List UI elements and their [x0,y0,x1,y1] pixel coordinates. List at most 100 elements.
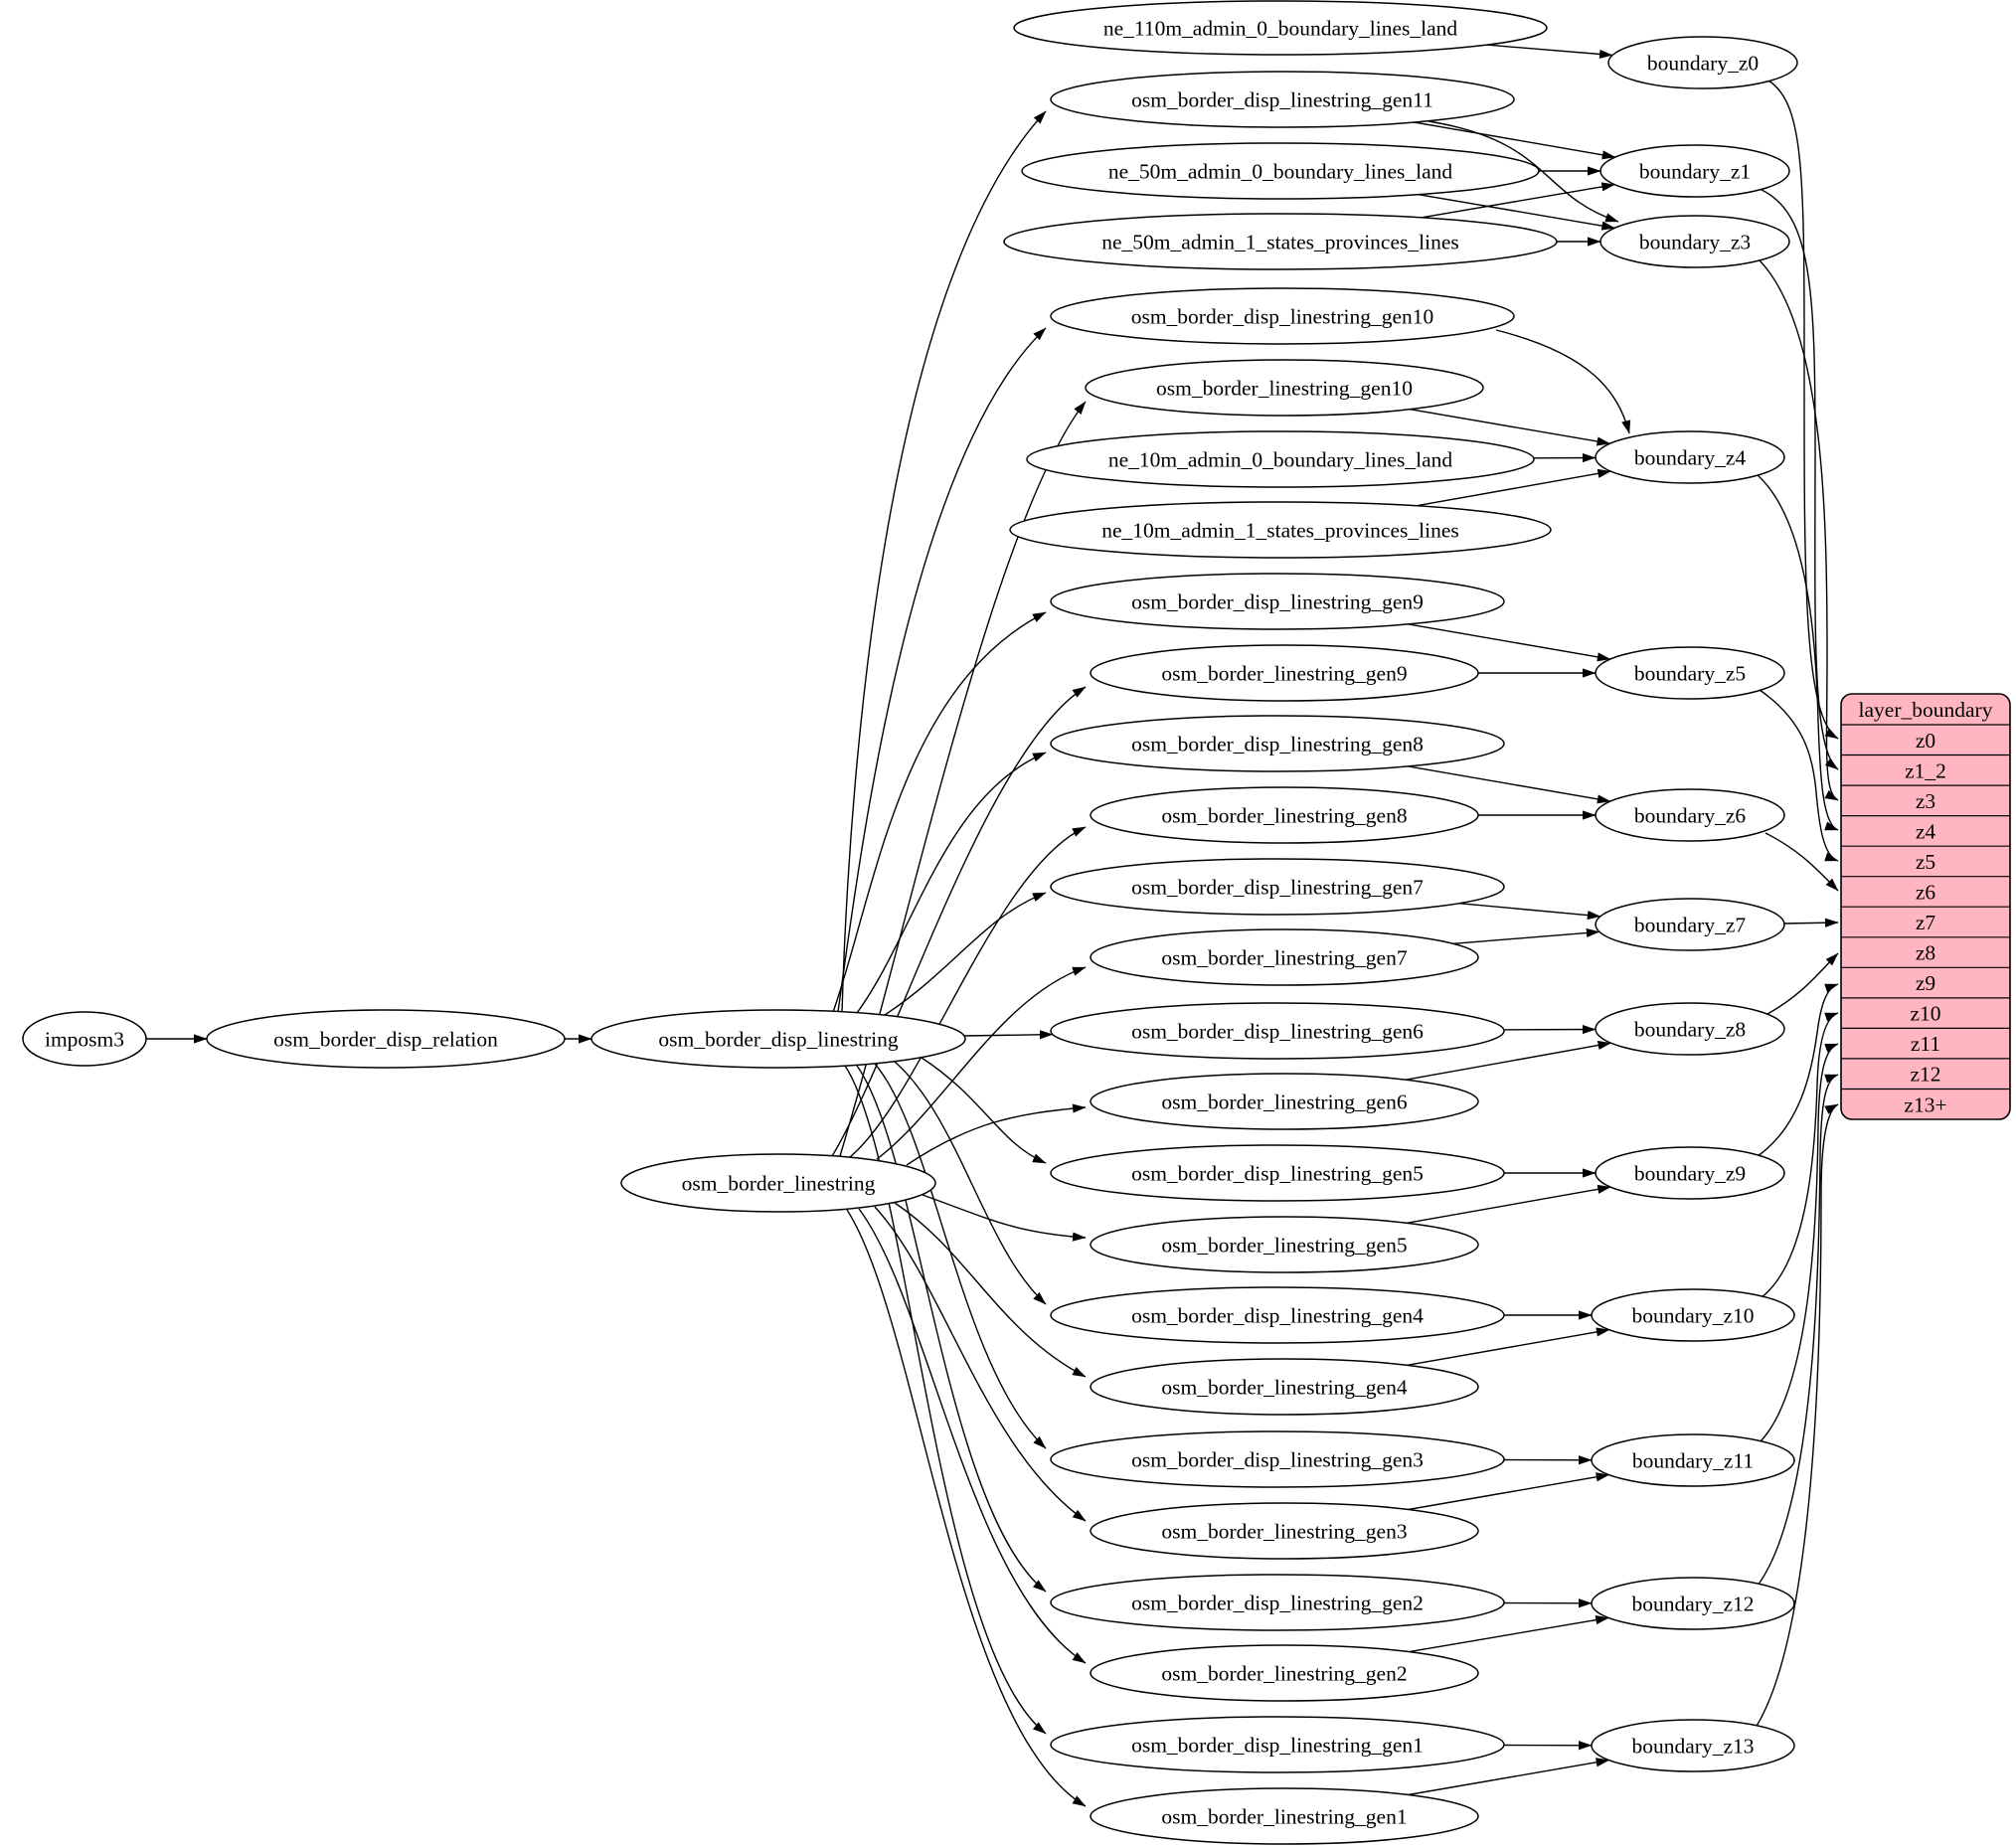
node-boundary-z1-label: boundary_z1 [1639,160,1751,184]
node-osm-border-linestring-gen7: osm_border_linestring_gen7 [1090,928,1479,986]
node-osm-border-linestring-gen8: osm_border_linestring_gen8 [1090,786,1479,844]
edge-boundary-z11-to-layer-boundary-z11 [1759,1043,1839,1443]
node-osm-border-disp-linestring-gen10-label: osm_border_disp_linestring_gen10 [1131,305,1434,329]
node-osm-border-linestring-gen1-label: osm_border_linestring_gen1 [1161,1805,1407,1829]
node-osm-border-disp-linestring-gen6-label: osm_border_disp_linestring_gen6 [1131,1020,1424,1044]
node-osm-border-linestring-gen2: osm_border_linestring_gen2 [1090,1644,1479,1702]
node-imposm3-label: imposm3 [45,1028,124,1052]
node-osm-border-linestring-gen7-shape [1090,928,1479,986]
node-osm-border-disp-linestring-gen11-shape [1050,71,1515,128]
node-osm-border-disp-linestring-gen8-shape [1050,715,1505,772]
node-osm-border-disp-linestring-gen1: osm_border_disp_linestring_gen1 [1050,1716,1505,1773]
node-osm-border-disp-linestring-gen5: osm_border_disp_linestring_gen5 [1050,1144,1505,1202]
node-boundary-z13-label: boundary_z13 [1632,1735,1755,1759]
node-boundary-z13-shape [1591,1719,1795,1772]
edge-osm-border-disp-linestring-gen8-to-boundary-z6 [1408,765,1611,804]
edge-osm-border-linestring-gen10-to-boundary-z4 [1410,409,1610,446]
node-osm-border-disp-linestring-gen4-label: osm_border_disp_linestring_gen4 [1131,1304,1424,1328]
node-osm-border-linestring-gen4: osm_border_linestring_gen4 [1090,1358,1479,1416]
node-osm-border-linestring-gen5-shape [1090,1216,1479,1273]
edge-boundary-z3-to-layer-boundary-z3 [1759,259,1839,801]
edge-osm-border-disp-linestring-to-osm-border-disp-linestring-gen6 [963,1030,1054,1040]
node-boundary-z10-label: boundary_z10 [1632,1304,1755,1328]
node-boundary-z6-label: boundary_z6 [1634,804,1746,828]
node-osm-border-disp-relation-label: osm_border_disp_relation [273,1028,498,1052]
node-boundary-z3-shape [1599,215,1790,268]
node-osm-border-disp-linestring-gen4-shape [1050,1286,1505,1344]
node-ne-110m-admin-0-boundary-lines-land-shape [1013,0,1548,56]
layer-boundary-row-z3: z3 [1916,789,1935,813]
node-osm-border-linestring-gen1-shape [1090,1787,1479,1845]
node-osm-border-disp-linestring-gen11: osm_border_disp_linestring_gen11 [1050,71,1515,128]
node-osm-border-linestring-gen4-label: osm_border_linestring_gen4 [1161,1376,1407,1400]
node-osm-border-linestring-gen2-shape [1090,1644,1479,1702]
edge-boundary-z9-to-layer-boundary-z9 [1757,983,1839,1157]
edge-osm-border-disp-linestring-to-osm-border-disp-linestring-gen5 [921,1057,1047,1164]
node-osm-border-linestring-shape [620,1153,936,1213]
layer-boundary-row-z8: z8 [1916,941,1935,965]
node-boundary-z5-label: boundary_z5 [1634,662,1746,686]
node-boundary-z1-shape [1599,144,1790,198]
node-osm-border-disp-linestring-gen1-shape [1050,1716,1505,1773]
node-osm-border-linestring-gen10-shape [1085,359,1484,417]
node-osm-border-linestring-gen5: osm_border_linestring_gen5 [1090,1216,1479,1273]
node-ne-50m-admin-0-boundary-lines-land-label: ne_50m_admin_0_boundary_lines_land [1108,160,1453,184]
node-boundary-z0-label: boundary_z0 [1647,52,1759,76]
node-ne-50m-admin-0-boundary-lines-land-shape [1021,142,1540,200]
node-osm-border-disp-linestring-gen5-label: osm_border_disp_linestring_gen5 [1131,1162,1424,1186]
node-osm-border-disp-linestring-gen7-label: osm_border_disp_linestring_gen7 [1131,876,1424,900]
edge-osm-border-linestring-to-osm-border-linestring-gen1 [846,1209,1087,1807]
edge-osm-border-linestring-to-osm-border-linestring-gen5 [922,1194,1087,1242]
node-boundary-z5: boundary_z5 [1595,646,1785,700]
layer-boundary-row-z12: z12 [1910,1063,1940,1087]
node-boundary-z11: boundary_z11 [1591,1433,1795,1487]
edge-ne-50m-admin-0-boundary-lines-land-to-boundary-z3 [1418,194,1615,231]
node-osm-border-disp-linestring-label: osm_border_disp_linestring [658,1028,899,1052]
node-ne-10m-admin-1-states-provinces-lines: ne_10m_admin_1_states_provinces_lines [1009,501,1552,559]
node-boundary-z11-shape [1591,1433,1795,1487]
node-osm-border-disp-linestring-gen7-shape [1050,858,1505,916]
node-boundary-z12-label: boundary_z12 [1632,1593,1755,1616]
edge-boundary-z5-to-layer-boundary-z5 [1759,689,1839,862]
node-osm-border-disp-linestring-gen11-label: osm_border_disp_linestring_gen11 [1131,88,1433,112]
layer-boundary-row-z4: z4 [1916,819,1936,843]
node-ne-10m-admin-0-boundary-lines-land-shape [1026,430,1535,488]
node-osm-border-disp-linestring-gen3-shape [1050,1430,1505,1488]
layer-boundary-row-z13plus: z13+ [1904,1092,1946,1116]
edge-boundary-z10-to-layer-boundary-z10 [1761,1012,1839,1298]
node-boundary-z10: boundary_z10 [1591,1288,1795,1342]
node-osm-border-disp-linestring-gen9: osm_border_disp_linestring_gen9 [1050,573,1505,630]
edge-boundary-z7-to-layer-boundary-z7 [1783,918,1839,927]
node-osm-border-linestring-gen1: osm_border_linestring_gen1 [1090,1787,1479,1845]
edge-osm-border-linestring-to-osm-border-linestring-gen6 [906,1103,1087,1166]
edge-osm-border-linestring-gen2-to-boundary-z12 [1409,1615,1609,1653]
edges-layer [146,44,1839,1807]
node-osm-border-disp-linestring-gen2: osm_border_disp_linestring_gen2 [1050,1574,1505,1631]
node-imposm3-shape [22,1011,147,1067]
node-osm-border-linestring-gen3-shape [1090,1502,1479,1560]
node-osm-border-disp-relation-shape [206,1009,566,1069]
edge-osm-border-disp-linestring-to-osm-border-disp-linestring-gen9 [832,611,1047,1013]
node-ne-10m-admin-1-states-provinces-lines-shape [1009,501,1552,559]
node-boundary-z5-shape [1595,646,1785,700]
edge-osm-border-linestring-gen4-to-boundary-z10 [1407,1327,1610,1366]
node-osm-border-linestring-gen3: osm_border_linestring_gen3 [1090,1502,1479,1560]
node-boundary-z11-label: boundary_z11 [1632,1449,1754,1473]
node-osm-border-disp-linestring-gen10: osm_border_disp_linestring_gen10 [1050,287,1515,345]
edge-boundary-z12-to-layer-boundary-z12 [1757,1074,1839,1587]
layer-boundary-title: layer_boundary [1859,698,1993,722]
layer-boundary-row-z11: z11 [1911,1032,1940,1056]
node-osm-border-disp-linestring-gen9-shape [1050,573,1505,630]
node-osm-border-linestring-gen4-shape [1090,1358,1479,1416]
node-boundary-z9: boundary_z9 [1595,1146,1785,1200]
node-boundary-z6-shape [1595,788,1785,842]
node-boundary-z1: boundary_z1 [1599,144,1790,198]
node-boundary-z3: boundary_z3 [1599,215,1790,268]
node-boundary-z4: boundary_z4 [1595,430,1785,484]
node-boundary-z4-shape [1595,430,1785,484]
node-osm-border-linestring-gen9-label: osm_border_linestring_gen9 [1161,662,1407,686]
node-boundary-z6: boundary_z6 [1595,788,1785,842]
node-ne-110m-admin-0-boundary-lines-land-label: ne_110m_admin_0_boundary_lines_land [1103,17,1458,41]
